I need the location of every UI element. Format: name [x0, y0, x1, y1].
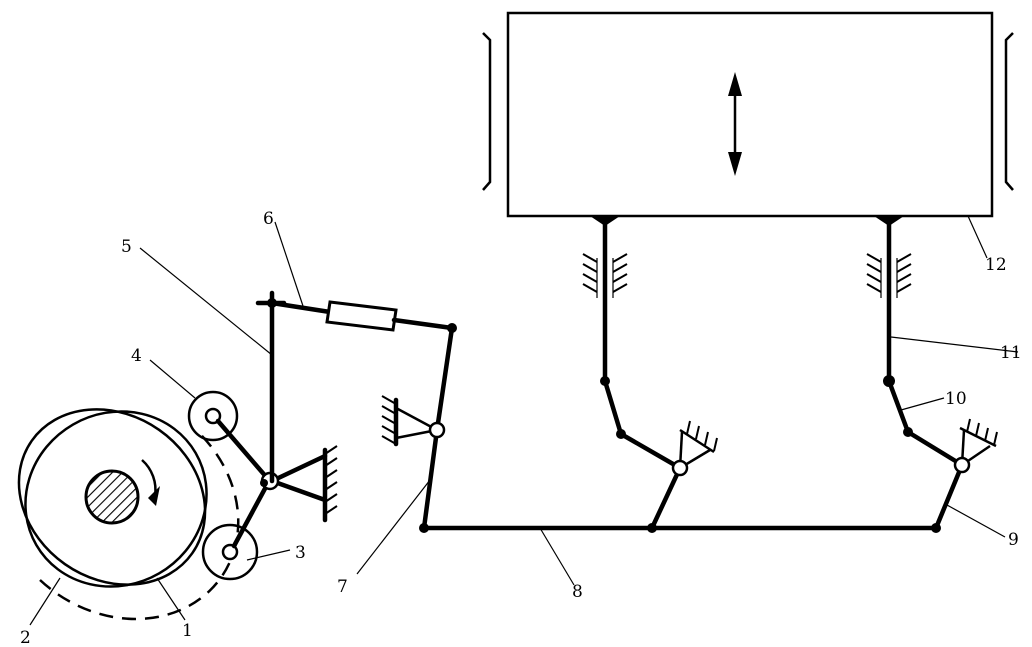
- label-5: 5: [121, 237, 132, 257]
- link-9: [933, 462, 965, 531]
- ground-hatch-lever7: [381, 395, 397, 445]
- lever-7-pivot: [428, 421, 446, 439]
- leader-lines: [29, 215, 1019, 626]
- guide-right: [1004, 32, 1014, 191]
- spring-damper-6: [325, 300, 398, 332]
- cam-assembly: [17, 408, 240, 621]
- roller-4: [187, 390, 239, 442]
- label-9: 9: [1008, 530, 1019, 550]
- roller-3-pin: [221, 543, 239, 561]
- table-body: [506, 11, 994, 218]
- ground-hatch-lever: [324, 445, 338, 515]
- label-8: 8: [572, 582, 583, 602]
- label-6: 6: [263, 209, 274, 229]
- camshaft: [84, 469, 140, 525]
- left-bellcrank: [582, 213, 718, 531]
- rotation-arrowhead: [148, 486, 160, 506]
- cam-2-dashed: [39, 429, 240, 621]
- label-10: 10: [945, 389, 967, 409]
- table-12: [482, 11, 1014, 218]
- cam-1: [24, 410, 208, 588]
- label-4: 4: [131, 346, 142, 366]
- label-7: 7: [337, 577, 348, 597]
- lever-7-upper: [434, 325, 455, 433]
- label-1: 1: [182, 621, 193, 641]
- rotation-arrow: [141, 459, 157, 497]
- label-12: 12: [985, 255, 1007, 275]
- link-10: [886, 378, 911, 435]
- guide-left: [482, 32, 492, 191]
- roller-follower: [187, 390, 338, 581]
- label-11: 11: [1000, 343, 1022, 363]
- linkage-upper: [255, 290, 457, 531]
- cam-2-solid: [17, 408, 207, 586]
- roller-3: [201, 523, 259, 581]
- label-2: 2: [20, 628, 31, 647]
- lever-7-lower: [421, 427, 440, 531]
- part-labels: 1 2 3 4 5 6 7 8 9 10 11 12: [20, 209, 1022, 647]
- right-bellcrank: [866, 213, 998, 531]
- label-3: 3: [295, 543, 306, 563]
- bar-8: [419, 523, 941, 533]
